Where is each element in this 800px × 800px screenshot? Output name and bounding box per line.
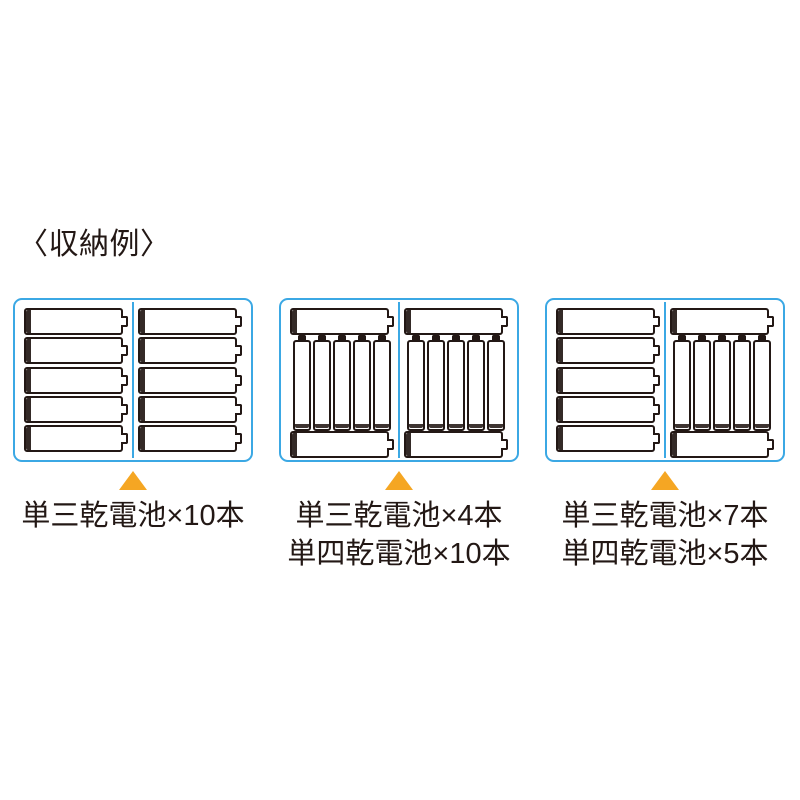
battery-aaa-vertical-icon <box>407 335 425 431</box>
battery-aaa-vertical-icon <box>733 335 751 431</box>
battery-aaa-vertical-icon <box>447 335 465 431</box>
storage-example-1: 単三乾電池×10本 <box>0 298 266 535</box>
example-caption: 単三乾電池×10本 <box>21 497 244 535</box>
battery-aaa-vertical-icon <box>713 335 731 431</box>
storage-example-2: 単三乾電池×4本 単四乾電池×10本 <box>266 298 532 573</box>
battery-bay-right <box>399 304 513 458</box>
battery-aaa-group <box>673 335 771 431</box>
battery-aaa-vertical-icon <box>313 335 331 431</box>
battery-aa-horizontal-icon <box>24 308 128 335</box>
battery-aa-horizontal-icon <box>670 431 774 458</box>
battery-case <box>279 298 519 462</box>
example-caption: 単三乾電池×7本 単四乾電池×5本 <box>561 497 768 573</box>
battery-aaa-group <box>293 335 391 431</box>
battery-aaa-vertical-icon <box>753 335 771 431</box>
battery-aa-horizontal-icon <box>290 431 394 458</box>
battery-aaa-vertical-icon <box>427 335 445 431</box>
battery-aaa-vertical-icon <box>353 335 371 431</box>
battery-aa-horizontal-icon <box>670 308 774 335</box>
battery-case <box>13 298 253 462</box>
battery-aaa-vertical-icon <box>333 335 351 431</box>
battery-bay-left <box>19 304 133 456</box>
battery-aaa-vertical-icon <box>467 335 485 431</box>
battery-aa-horizontal-icon <box>24 337 128 365</box>
triangle-up-icon <box>651 471 679 490</box>
battery-aa-horizontal-icon <box>138 366 242 394</box>
battery-aa-horizontal-icon <box>24 366 128 394</box>
battery-aa-horizontal-icon <box>556 308 660 335</box>
battery-aaa-vertical-icon <box>693 335 711 431</box>
battery-aa-horizontal-icon <box>138 337 242 365</box>
battery-aaa-vertical-icon <box>487 335 505 431</box>
battery-aaa-group <box>407 335 505 431</box>
example-caption: 単三乾電池×4本 単四乾電池×10本 <box>287 497 510 573</box>
battery-aa-horizontal-icon <box>404 431 508 458</box>
caption-line: 単三乾電池×4本 <box>295 500 503 532</box>
battery-aa-horizontal-icon <box>404 308 508 335</box>
battery-aa-horizontal-icon <box>556 366 660 394</box>
case-divider <box>131 302 135 458</box>
battery-aa-horizontal-icon <box>24 395 128 423</box>
triangle-up-icon <box>385 471 413 490</box>
battery-aaa-vertical-icon <box>293 335 311 431</box>
battery-aa-horizontal-icon <box>556 395 660 423</box>
battery-bay-right <box>133 304 247 456</box>
battery-aa-horizontal-icon <box>24 425 128 452</box>
storage-examples-row: 単三乾電池×10本 <box>0 298 800 573</box>
battery-aa-horizontal-icon <box>290 308 394 335</box>
triangle-up-icon <box>119 471 147 490</box>
caption-line: 単四乾電池×5本 <box>561 538 769 570</box>
battery-aa-horizontal-icon <box>138 395 242 423</box>
battery-case <box>545 298 785 462</box>
battery-aaa-vertical-icon <box>673 335 691 431</box>
caption-line: 単四乾電池×10本 <box>287 538 511 570</box>
case-divider <box>397 302 401 458</box>
battery-aa-horizontal-icon <box>556 337 660 365</box>
battery-aaa-vertical-icon <box>373 335 391 431</box>
caption-line: 単三乾電池×7本 <box>561 500 769 532</box>
battery-aa-horizontal-icon <box>556 425 660 452</box>
page-title: 〈収納例〉 <box>18 228 171 261</box>
battery-bay-right <box>665 304 779 458</box>
battery-bay-left <box>285 304 399 458</box>
caption-line: 単三乾電池×10本 <box>21 500 245 532</box>
case-divider <box>663 302 667 458</box>
battery-bay-left <box>551 304 665 456</box>
storage-example-3: 単三乾電池×7本 単四乾電池×5本 <box>532 298 798 573</box>
battery-aa-horizontal-icon <box>138 425 242 452</box>
battery-aa-horizontal-icon <box>138 308 242 335</box>
